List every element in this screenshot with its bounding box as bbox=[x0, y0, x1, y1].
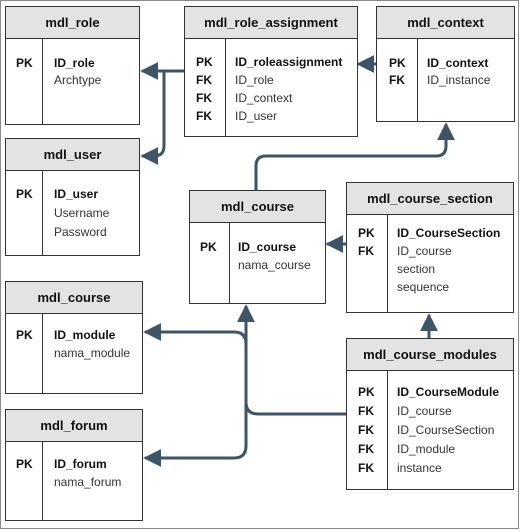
field-name: ID_course bbox=[397, 244, 452, 258]
key-type-label: PK bbox=[389, 56, 406, 70]
entity-body: PK ID_course nama_course bbox=[190, 223, 325, 303]
key-type-label: PK bbox=[358, 385, 375, 399]
entity-body: PK ID_module nama_module bbox=[6, 314, 142, 393]
field-name: ID_user bbox=[235, 109, 278, 123]
key-type-label: FK bbox=[196, 73, 212, 87]
field-name: ID_roleassignment bbox=[235, 55, 343, 69]
link-course-context bbox=[254, 122, 455, 190]
field-name: sequence bbox=[397, 280, 450, 294]
key-type-label: FK bbox=[389, 73, 405, 87]
field-name: ID_course bbox=[238, 240, 297, 254]
entity-body: PK ID_forum nama_forum bbox=[6, 442, 142, 520]
key-column bbox=[347, 371, 388, 489]
field-name: ID_module bbox=[397, 442, 456, 456]
field-name: ID_module bbox=[54, 328, 116, 342]
key-type-label: FK bbox=[358, 461, 374, 475]
key-column bbox=[6, 39, 43, 124]
key-type-label: FK bbox=[358, 423, 374, 437]
field-name: ID_CourseSection bbox=[397, 423, 495, 437]
key-type-label: FK bbox=[358, 244, 374, 258]
entity-title: mdl_role bbox=[6, 7, 139, 39]
entity-title: mdl_course_section bbox=[347, 183, 513, 215]
field-name: ID_forum bbox=[54, 457, 107, 471]
key-type-label: PK bbox=[16, 56, 33, 70]
key-type-label: PK bbox=[16, 187, 33, 201]
link-modules-forum bbox=[143, 402, 248, 467]
field-name: Archtype bbox=[54, 73, 102, 87]
field-name: ID_role bbox=[54, 56, 95, 70]
entity-title: mdl_course_modules bbox=[347, 339, 513, 371]
field-name: instance bbox=[397, 461, 442, 475]
field-name: nama_forum bbox=[54, 475, 122, 489]
key-type-label: PK bbox=[358, 226, 375, 240]
field-name: nama_course bbox=[238, 258, 311, 272]
entity-title: mdl_context bbox=[377, 7, 514, 39]
key-type-label: PK bbox=[196, 55, 213, 69]
field-name: Password bbox=[54, 225, 107, 239]
entity-title: mdl_role_assignment bbox=[185, 7, 357, 39]
field-name: Username bbox=[54, 206, 110, 220]
link-modules-course bbox=[237, 304, 348, 416]
key-column bbox=[6, 171, 43, 255]
key-type-label: FK bbox=[358, 404, 374, 418]
key-type-label: FK bbox=[196, 91, 212, 105]
field-name: nama_module bbox=[54, 346, 131, 360]
field-name: ID_context bbox=[427, 56, 489, 70]
key-type-label: PK bbox=[200, 240, 217, 254]
key-type-label: PK bbox=[16, 328, 33, 342]
entity-title: mdl_course bbox=[6, 282, 142, 314]
field-name: ID_instance bbox=[427, 73, 491, 87]
key-column bbox=[377, 39, 418, 121]
link-roleassignment-user bbox=[140, 71, 166, 165]
entity-title: mdl_course bbox=[190, 191, 325, 223]
key-column bbox=[6, 442, 43, 520]
key-type-label: FK bbox=[196, 109, 212, 123]
key-type-label: PK bbox=[16, 457, 33, 471]
field-name: ID_CourseModule bbox=[397, 385, 500, 399]
key-column bbox=[6, 314, 43, 393]
field-name: ID_CourseSection bbox=[397, 226, 501, 240]
field-name: ID_role bbox=[235, 73, 274, 87]
key-column bbox=[347, 215, 388, 312]
field-name: ID_user bbox=[54, 187, 99, 201]
field-name: section bbox=[397, 262, 436, 276]
key-type-label: FK bbox=[358, 442, 374, 456]
field-name: ID_course bbox=[397, 404, 452, 418]
key-column bbox=[190, 223, 230, 303]
key-column bbox=[185, 39, 226, 136]
entity-title: mdl_forum bbox=[6, 410, 142, 442]
link-modules-module bbox=[143, 323, 248, 402]
entity-title: mdl_user bbox=[6, 139, 139, 171]
field-name: ID_context bbox=[235, 91, 293, 105]
